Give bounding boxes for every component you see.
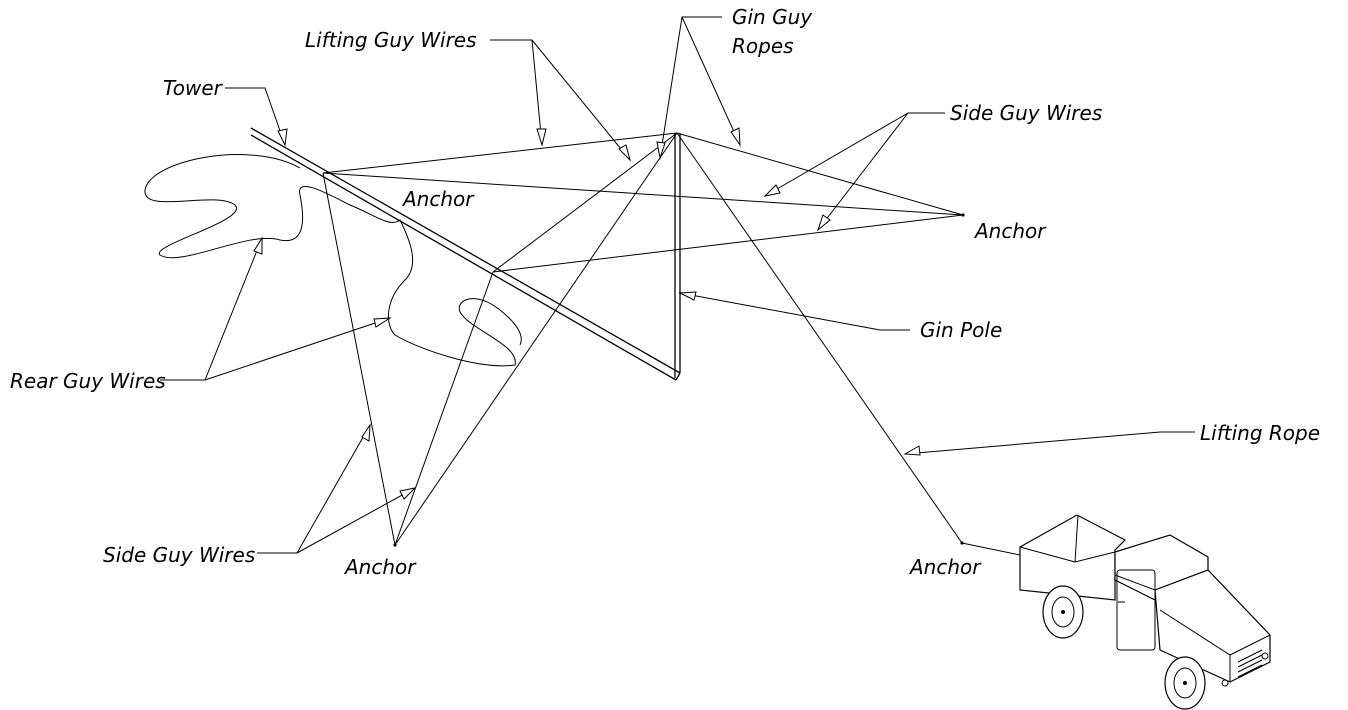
gin-guy-ropes — [394, 132, 964, 546]
rear-anchor-outline — [144, 154, 522, 367]
label-gin-guy-line2: Ropes — [732, 34, 794, 58]
label-anchor-truck: Anchor — [908, 555, 982, 579]
label-gin-guy-line1: Gin Guy — [732, 5, 813, 29]
label-anchor-bottom: Anchor — [343, 555, 417, 579]
label-lifting-rope: Lifting Rope — [1200, 421, 1320, 445]
anchor-truck-connector — [961, 542, 1021, 556]
anchor-point-right — [961, 213, 965, 217]
side-guy-wires-left — [322, 172, 494, 546]
label-rear-guy-wires: Rear Guy Wires — [10, 369, 166, 393]
lifting-guy-wires — [322, 132, 678, 273]
tower — [250, 127, 681, 381]
label-side-guy-wires-right: Side Guy Wires — [950, 101, 1102, 125]
label-anchor-right: Anchor — [973, 219, 1047, 243]
label-side-guy-wires-left: Side Guy Wires — [103, 543, 255, 567]
leader-lines — [160, 16, 1195, 554]
lifting-rope — [676, 132, 963, 544]
anchor-point-bottom — [393, 543, 397, 547]
pickup-truck — [1019, 514, 1271, 710]
side-guy-wires-right — [322, 172, 964, 273]
label-anchor-center: Anchor — [401, 187, 475, 211]
label-tower: Tower — [163, 76, 224, 100]
arrow-heads — [253, 127, 921, 500]
label-gin-pole: Gin Pole — [920, 318, 1002, 342]
anchor-point-truck — [960, 541, 964, 545]
label-lifting-guy-wires: Lifting Guy Wires — [305, 28, 477, 52]
gin-pole — [674, 133, 681, 378]
